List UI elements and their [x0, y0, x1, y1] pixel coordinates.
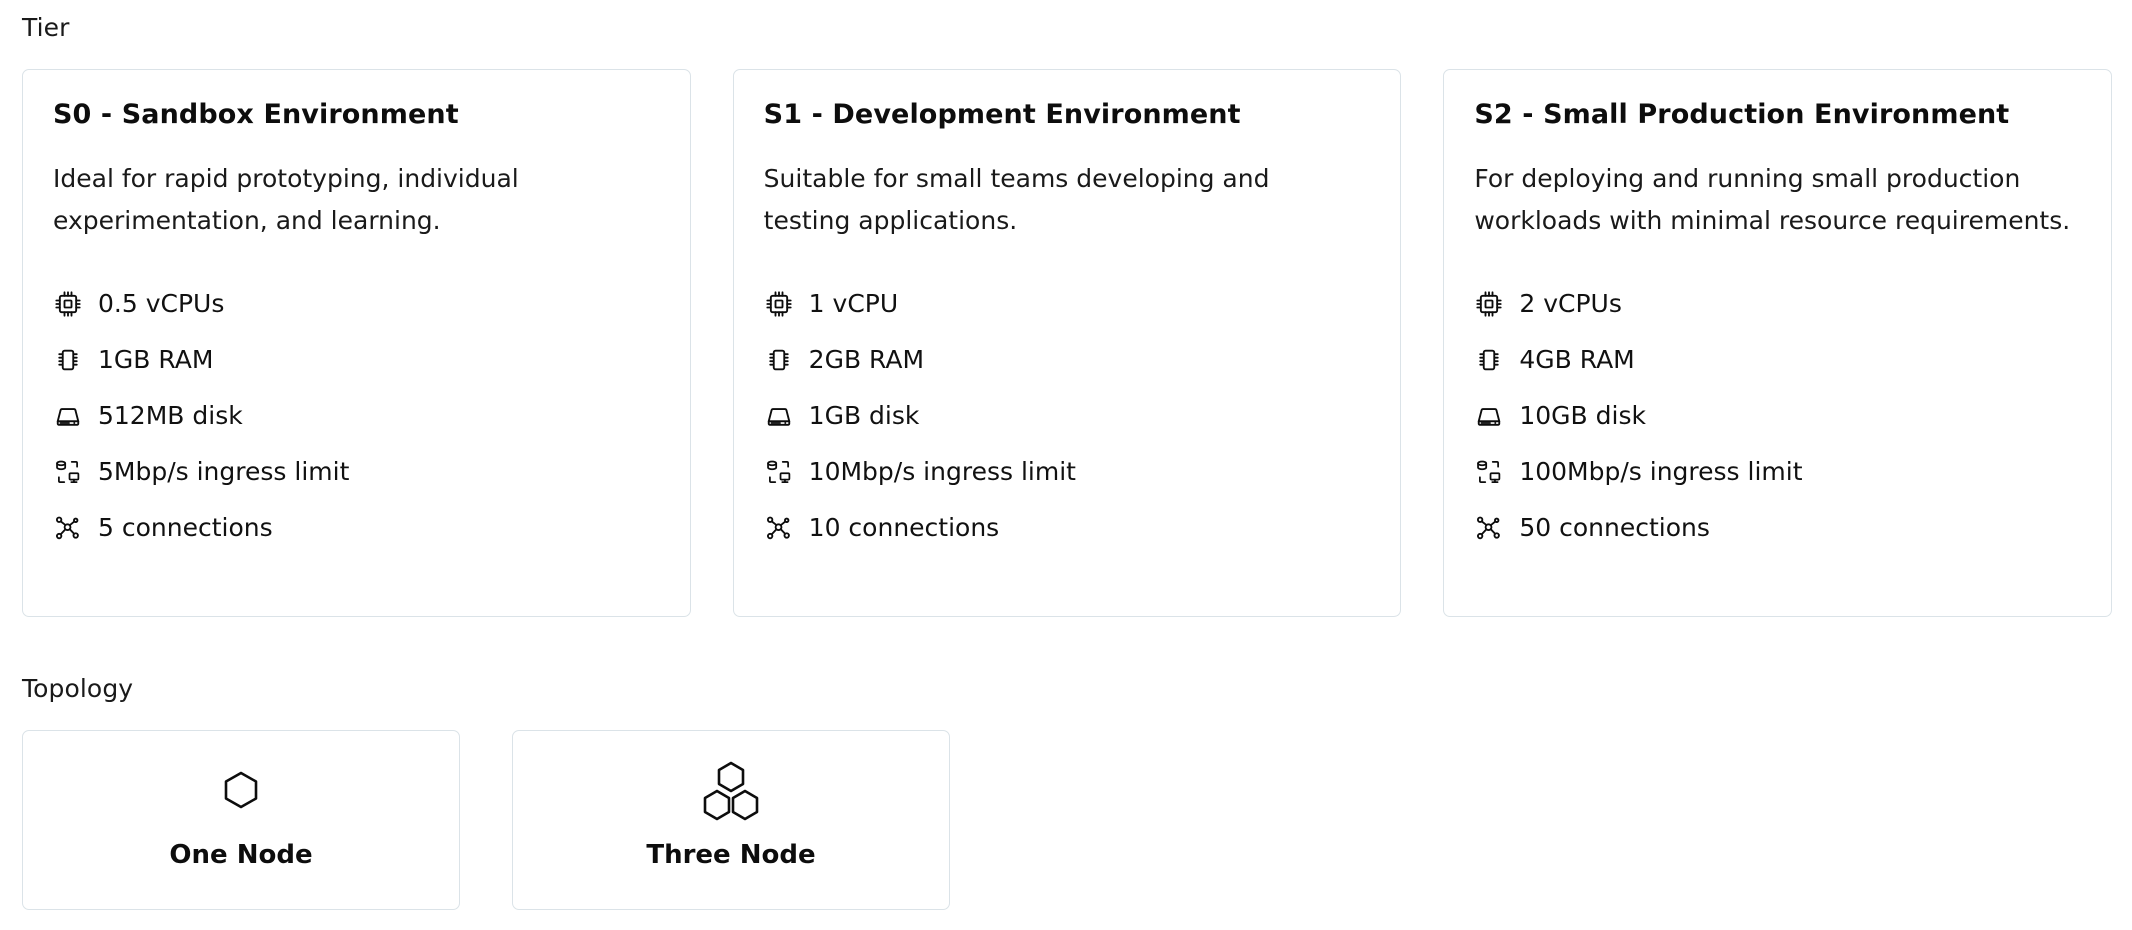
spec-row-connections: 50 connections	[1474, 500, 2081, 556]
topology-card-one-node[interactable]: One Node	[22, 730, 460, 910]
spec-value: 1 vCPU	[808, 289, 899, 318]
memory-icon	[1474, 345, 1504, 375]
tier-card-title: S0 - Sandbox Environment	[53, 99, 459, 130]
disk-icon	[1474, 401, 1504, 431]
spec-row-cpu: 2 vCPUs	[1474, 276, 2081, 332]
tier-section: Tier S0 - Sandbox Environment Ideal for …	[22, 12, 2113, 617]
topology-card-row: One Node Three Node	[22, 730, 2112, 910]
spec-value: 10 connections	[808, 513, 1000, 542]
connections-icon	[53, 513, 83, 543]
spec-row-connections: 10 connections	[764, 500, 1371, 556]
cpu-icon	[764, 289, 794, 319]
topology-card-three-node[interactable]: Three Node	[512, 730, 950, 910]
tier-card-description: For deploying and running small producti…	[1474, 164, 2071, 235]
tier-spec-list: 2 vCPUs 4GB RAM	[1474, 276, 2081, 556]
ingress-icon	[764, 457, 794, 487]
topology-card-label: One Node	[169, 840, 313, 870]
spec-row-ingress: 10Mbp/s ingress limit	[764, 444, 1371, 500]
cpu-icon	[53, 289, 83, 319]
spec-row-memory: 1GB RAM	[53, 332, 660, 388]
spec-value: 10GB disk	[1519, 401, 1646, 430]
spec-value: 5 connections	[98, 513, 273, 542]
tier-card-description: Suitable for small teams developing and …	[763, 164, 1270, 235]
connections-icon	[1474, 513, 1504, 543]
spec-value: 10Mbp/s ingress limit	[808, 457, 1076, 486]
memory-icon	[53, 345, 83, 375]
cpu-icon	[1474, 289, 1504, 319]
spec-value: 2 vCPUs	[1519, 289, 1622, 318]
spec-row-connections: 5 connections	[53, 500, 660, 556]
tier-section-label: Tier	[22, 13, 70, 42]
spec-value: 1GB disk	[808, 401, 920, 430]
tier-card-title: S2 - Small Production Environment	[1474, 99, 2010, 130]
disk-icon	[764, 401, 794, 431]
triple-hexagon-icon	[693, 761, 769, 823]
spec-value: 5Mbp/s ingress limit	[98, 457, 350, 486]
tier-card-description: Ideal for rapid prototyping, individual …	[53, 164, 519, 235]
spec-value: 0.5 vCPUs	[98, 289, 225, 318]
spec-row-disk: 10GB disk	[1474, 388, 2081, 444]
spec-row-cpu: 1 vCPU	[764, 276, 1371, 332]
spec-value: 1GB RAM	[98, 345, 214, 374]
spec-value: 512MB disk	[98, 401, 243, 430]
spec-value: 50 connections	[1519, 513, 1710, 542]
tier-spec-list: 1 vCPU 2GB RAM	[764, 276, 1371, 556]
spec-row-cpu: 0.5 vCPUs	[53, 276, 660, 332]
tier-card-s1[interactable]: S1 - Development Environment Suitable fo…	[732, 69, 1402, 617]
tier-card-row: S0 - Sandbox Environment Ideal for rapid…	[22, 69, 2113, 617]
tier-card-s0[interactable]: S0 - Sandbox Environment Ideal for rapid…	[22, 69, 691, 617]
spec-value: 4GB RAM	[1519, 345, 1635, 374]
connections-icon	[764, 513, 794, 543]
disk-icon	[53, 401, 83, 431]
ingress-icon	[53, 457, 83, 487]
spec-value: 100Mbp/s ingress limit	[1519, 457, 1803, 486]
spec-row-memory: 4GB RAM	[1474, 332, 2081, 388]
spec-value: 2GB RAM	[808, 345, 925, 374]
topology-section: Topology One Node Three	[22, 673, 2112, 910]
spec-row-ingress: 100Mbp/s ingress limit	[1474, 444, 2081, 500]
ingress-icon	[1474, 457, 1504, 487]
spec-row-ingress: 5Mbp/s ingress limit	[53, 444, 660, 500]
spec-row-memory: 2GB RAM	[764, 332, 1371, 388]
spec-row-disk: 1GB disk	[764, 388, 1371, 444]
spec-row-disk: 512MB disk	[53, 388, 660, 444]
single-hexagon-icon	[218, 761, 264, 823]
tier-card-title: S1 - Development Environment	[763, 99, 1241, 130]
tier-card-s2[interactable]: S2 - Small Production Environment For de…	[1443, 69, 2113, 617]
topology-card-label: Three Node	[646, 840, 816, 870]
topology-section-label: Topology	[22, 674, 134, 703]
memory-icon	[764, 345, 794, 375]
tier-spec-list: 0.5 vCPUs 1GB RAM	[53, 276, 660, 556]
